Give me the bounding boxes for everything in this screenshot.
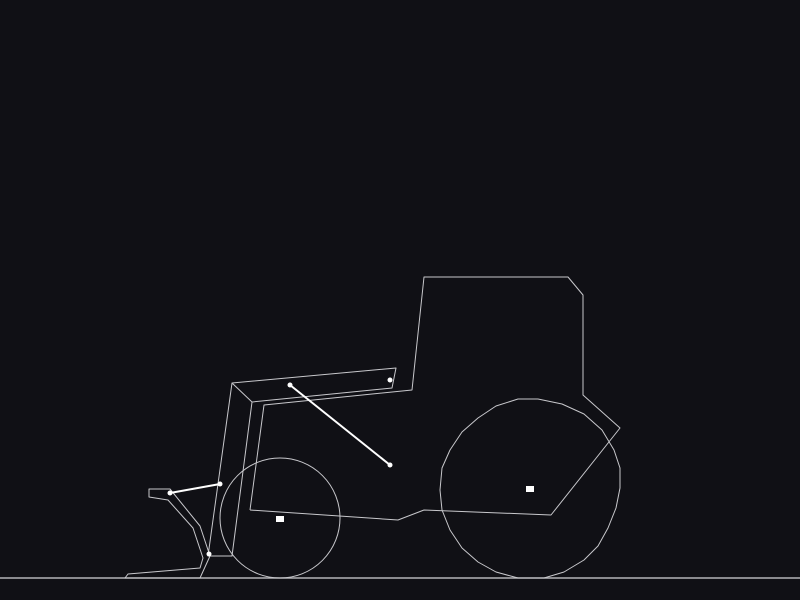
rear-wheel-hub (526, 486, 534, 492)
arm-pivot-joint (387, 377, 393, 383)
arm-cylinder-top-joint (287, 382, 293, 388)
tractor-body[interactable] (249, 276, 621, 521)
loader-bucket[interactable] (124, 488, 211, 579)
arm-lift-cylinder[interactable] (289, 384, 391, 466)
bucket-cylinder-end-joint (167, 490, 173, 496)
front-wheel-hub (276, 516, 284, 522)
front-wheel[interactable] (219, 457, 341, 579)
bucket-tilt-cylinder[interactable] (169, 483, 221, 494)
rear-wheel[interactable] (439, 398, 621, 579)
loader-arm[interactable] (207, 367, 397, 557)
arm-cylinder-base-joint (387, 462, 393, 468)
bucket-cylinder-start-joint (217, 481, 223, 487)
bucket-pivot-joint (206, 551, 212, 557)
